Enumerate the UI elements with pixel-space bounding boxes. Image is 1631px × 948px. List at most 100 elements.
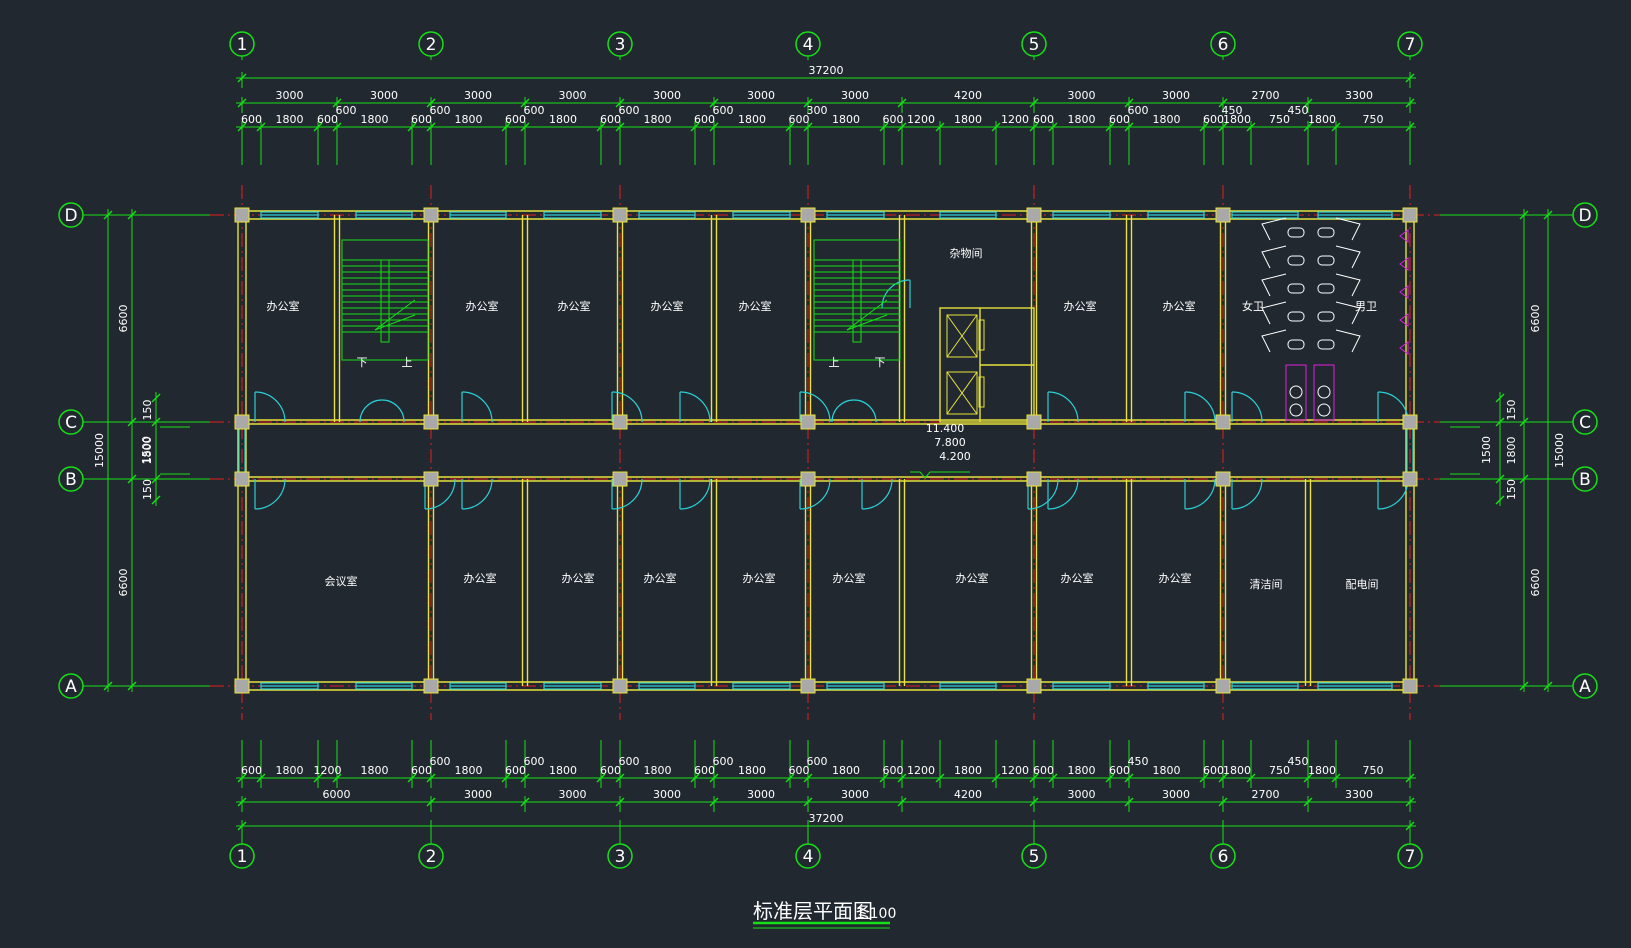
toilet-stall — [1317, 329, 1361, 353]
column — [234, 678, 250, 694]
axis-bubble-C-right: C — [1572, 409, 1598, 435]
dim-bottom-detail-text: 1200 — [1001, 764, 1029, 777]
dim-right-inner-text: 1800 — [1505, 437, 1518, 465]
room-label-south: 会议室 — [325, 574, 358, 588]
toilet-stall — [1261, 245, 1305, 269]
dim-top-offset-text: 450 — [1288, 104, 1309, 117]
dim-left-inner-text: 150 — [141, 479, 154, 500]
dim-bottom-detail-text: 600 — [1203, 764, 1224, 777]
dim-bottom-detail-text: 1800 — [954, 764, 982, 777]
dim-bottom-detail-text: 1800 — [361, 764, 389, 777]
dim-top-detail-text: 750 — [1363, 113, 1384, 126]
dim-bottom-bay-text: 3000 — [653, 788, 681, 801]
dim-bottom-detail-text: 600 — [505, 764, 526, 777]
room-label-north: 办公室 — [739, 299, 772, 313]
column — [234, 414, 250, 430]
axis-bubble-label: A — [1579, 677, 1591, 697]
axis-bubble-label: C — [65, 413, 77, 433]
dim-bottom-detail-text: 1800 — [738, 764, 766, 777]
axis-bubble-label: 7 — [1405, 847, 1416, 867]
dim-top-detail-text: 1200 — [907, 113, 935, 126]
axis-bubble-label: 4 — [803, 847, 814, 867]
dimension-lines — [83, 56, 1573, 844]
dim-bottom-offset-text: 600 — [807, 755, 828, 768]
dim-bottom-detail-text: 600 — [789, 764, 810, 777]
column — [612, 471, 628, 487]
axis-bubble-label: 5 — [1029, 35, 1040, 55]
dim-top-bay-text: 3000 — [276, 89, 304, 102]
room-label-south: 配电间 — [1346, 578, 1379, 591]
column — [1402, 471, 1418, 487]
column — [1215, 678, 1231, 694]
dim-top-detail-text: 1800 — [455, 113, 483, 126]
axis-bubble-B-left: B — [58, 466, 84, 492]
axis-bubble-B-right: B — [1572, 466, 1598, 492]
axis-bubble-2-bottom: 2 — [418, 843, 444, 869]
dim-bottom-bay-text: 3000 — [464, 788, 492, 801]
dim-right-inner-text: 150 — [1505, 400, 1518, 421]
dim-bottom-detail-text: 1200 — [907, 764, 935, 777]
room-label-north: 办公室 — [267, 299, 300, 313]
column — [1215, 207, 1231, 223]
dim-bottom-detail-text: 750 — [1269, 764, 1290, 777]
dim-bottom-detail-text: 1800 — [455, 764, 483, 777]
column — [1402, 678, 1418, 694]
column — [800, 414, 816, 430]
column — [423, 678, 439, 694]
column — [1215, 471, 1231, 487]
dim-top-bay-text: 3000 — [464, 89, 492, 102]
axis-bubble-label: 2 — [426, 847, 437, 867]
column — [1402, 207, 1418, 223]
dim-bottom-detail-text: 600 — [694, 764, 715, 777]
dim-top-detail-text: 600 — [600, 113, 621, 126]
axis-bubble-D-left: D — [58, 202, 84, 228]
drawing-title: 标准层平面图 — [753, 899, 873, 923]
dim-bottom-offset-text: 600 — [430, 755, 451, 768]
room-label-south: 办公室 — [464, 571, 497, 585]
axis-bubble-7-top: 7 — [1397, 31, 1423, 57]
room-label-north: 女卫 — [1242, 299, 1264, 313]
dim-left-outer-text: 6600 — [117, 305, 130, 333]
dim-top-detail-text: 1200 — [1001, 113, 1029, 126]
dim-top-detail-text: 1800 — [738, 113, 766, 126]
dim-bottom-bay-text: 3000 — [1162, 788, 1190, 801]
urinal — [1399, 285, 1409, 299]
room-label-south: 办公室 — [1159, 571, 1192, 585]
washbasin — [1289, 403, 1303, 417]
axis-bubble-A-right: A — [1572, 673, 1598, 699]
dim-top-detail-text: 1800 — [954, 113, 982, 126]
dim-left-inner-text: 1800 — [141, 437, 154, 465]
dim-bottom-offset-text: 450 — [1128, 755, 1149, 768]
dim-bottom-detail-text: 1800 — [1068, 764, 1096, 777]
dim-top-offset-text: 600 — [430, 104, 451, 117]
column — [423, 207, 439, 223]
stair — [341, 239, 429, 361]
axis-bubble-7-bottom: 7 — [1397, 843, 1423, 869]
axis-bubble-label: D — [1578, 206, 1591, 226]
washbasin — [1317, 403, 1331, 417]
dim-left-inner-text: 1500 — [140, 436, 153, 464]
axis-bubble-1-top: 1 — [229, 31, 255, 57]
room-label-south: 办公室 — [956, 571, 989, 585]
dim-bottom-bay-text: 6000 — [323, 788, 351, 801]
room-label-north: 办公室 — [651, 299, 684, 313]
dim-bottom-offset-text: 600 — [619, 755, 640, 768]
room-label-south: 办公室 — [562, 571, 595, 585]
dim-bottom-detail-text: 1800 — [1223, 764, 1251, 777]
dim-bottom-offset-text: 450 — [1288, 755, 1309, 768]
room-label-south: 清洁间 — [1250, 578, 1283, 591]
axis-bubble-label: 4 — [803, 35, 814, 55]
column — [800, 678, 816, 694]
column — [612, 207, 628, 223]
toilet-stall — [1317, 217, 1361, 241]
dim-top-bay-text: 4200 — [954, 89, 982, 102]
room-label-north: 办公室 — [1064, 299, 1097, 313]
toilet-fixtures — [1261, 217, 1409, 421]
dim-top-detail-text: 1800 — [1068, 113, 1096, 126]
toilet-stall — [1261, 329, 1305, 353]
dim-bottom-bay-text: 3000 — [559, 788, 587, 801]
dim-top-detail-text: 600 — [1109, 113, 1130, 126]
room-labels: 下上上下办公室办公室办公室办公室办公室杂物间办公室办公室女卫男卫会议室办公室办公… — [267, 246, 1379, 591]
